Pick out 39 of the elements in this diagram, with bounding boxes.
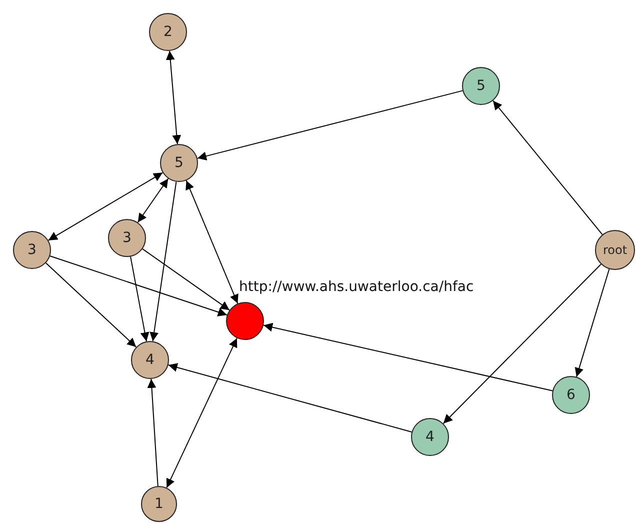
arrow (45, 262, 137, 348)
arrow (168, 363, 412, 432)
graph-node (226, 302, 264, 340)
node-label: 2 (164, 24, 172, 40)
arrow (130, 256, 150, 342)
arrow (150, 181, 177, 342)
arrow (442, 264, 602, 424)
graph-node (149, 13, 187, 51)
graph-node (13, 231, 51, 269)
arrow (166, 338, 238, 488)
node-label: 3 (28, 242, 36, 258)
graph-node (141, 486, 177, 522)
node-label: 1 (154, 496, 164, 512)
url-label: http://www.ahs.uwaterloo.ca/hfac (239, 279, 474, 295)
graph-node (462, 67, 500, 105)
node-label: 6 (566, 387, 576, 403)
arrow (48, 172, 164, 241)
node-label: 3 (122, 230, 132, 246)
arrow (196, 90, 464, 160)
graph-node (595, 230, 635, 270)
arrow (574, 268, 610, 378)
arrow (147, 378, 158, 487)
node-label: 5 (476, 78, 486, 94)
arrow (166, 50, 182, 145)
arrow (263, 322, 553, 392)
node-label: root (602, 243, 628, 257)
arrow (137, 178, 169, 223)
graph-node (108, 219, 146, 257)
graph-node (160, 144, 198, 182)
node-label: 5 (174, 155, 184, 171)
node-label: 4 (146, 352, 154, 368)
arrow (492, 100, 603, 235)
graph-node (411, 418, 449, 456)
node-label: 4 (426, 429, 434, 445)
arrow (50, 256, 228, 316)
arrow (142, 248, 230, 311)
graph-node (131, 341, 169, 379)
graph-node (552, 376, 590, 414)
arrow (186, 180, 238, 304)
